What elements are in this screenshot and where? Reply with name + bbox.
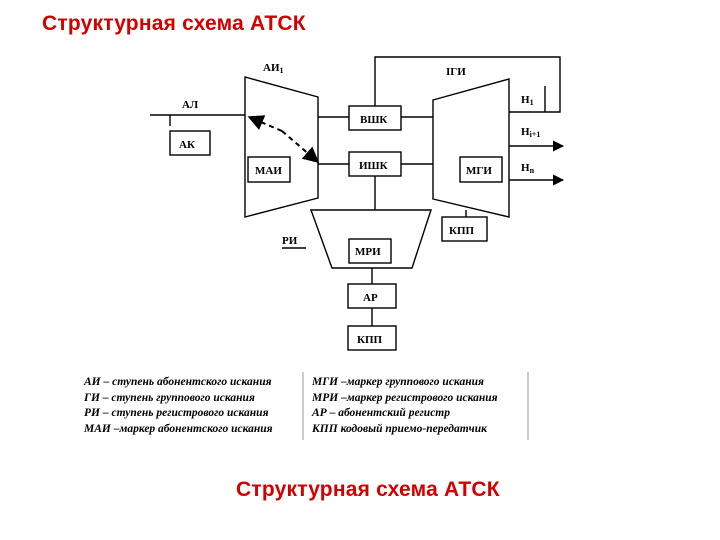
- kpp2-label: КПП: [357, 334, 383, 346]
- al-label: АЛ: [182, 99, 199, 111]
- igi-stage: [432, 78, 510, 218]
- n3-label: Нn: [521, 162, 535, 175]
- legend-item: КПП кодовый приемо-передатчик: [312, 422, 487, 435]
- legend-right: МГИ –маркер группового искания МРИ –марк…: [312, 375, 498, 437]
- page-title: Структурная схема АТСК: [42, 12, 306, 35]
- kpp2-box: [347, 325, 397, 351]
- vshk-label: ВШК: [360, 114, 387, 126]
- legend-item: АИ – ступень абонентского искания: [84, 376, 272, 388]
- kpp-box: [441, 216, 488, 242]
- mgi-label: МГИ: [466, 165, 492, 177]
- n2-label: Нi+1: [521, 126, 540, 139]
- ri-label: РИ: [282, 235, 298, 247]
- mgi-box: [459, 156, 503, 183]
- ar-box: [347, 283, 397, 309]
- legend-item: РИ – ступень регистрового искания: [84, 407, 269, 419]
- ar-label: АР: [363, 292, 378, 304]
- ai-label: АИ1: [263, 62, 284, 75]
- legend-left: АИ – ступень абонентского искания ГИ – с…: [84, 375, 273, 437]
- dashed-arrow-left: [247, 115, 283, 132]
- mri-box: [348, 238, 392, 264]
- legend-item: МАИ –маркер абонентского искания: [84, 422, 273, 435]
- ak-label: АК: [179, 139, 195, 151]
- ak-box: [169, 130, 211, 156]
- mri-label: МРИ: [355, 246, 381, 258]
- legend-item: ГИ – ступень группового искания: [84, 391, 255, 404]
- n1-label: Н1: [521, 94, 534, 107]
- igi-label: IГИ: [446, 66, 466, 78]
- ishk-label: ИШК: [359, 160, 388, 172]
- vshk-box: [348, 105, 402, 131]
- feedback-loop: [374, 56, 561, 113]
- legend-item: АР – абонентский регистр: [312, 407, 450, 419]
- ai-stage: [244, 76, 319, 218]
- legend-item: МГИ –маркер группового искания: [312, 376, 484, 388]
- mai-box: [247, 156, 291, 183]
- mai-label: МАИ: [255, 165, 282, 177]
- caption-title: Структурная схема АТСК: [236, 478, 500, 501]
- dashed-arrow-right: [281, 130, 320, 164]
- legend-item: МРИ –маркер регистрового искания: [312, 391, 498, 404]
- kpp-label: КПП: [449, 225, 475, 237]
